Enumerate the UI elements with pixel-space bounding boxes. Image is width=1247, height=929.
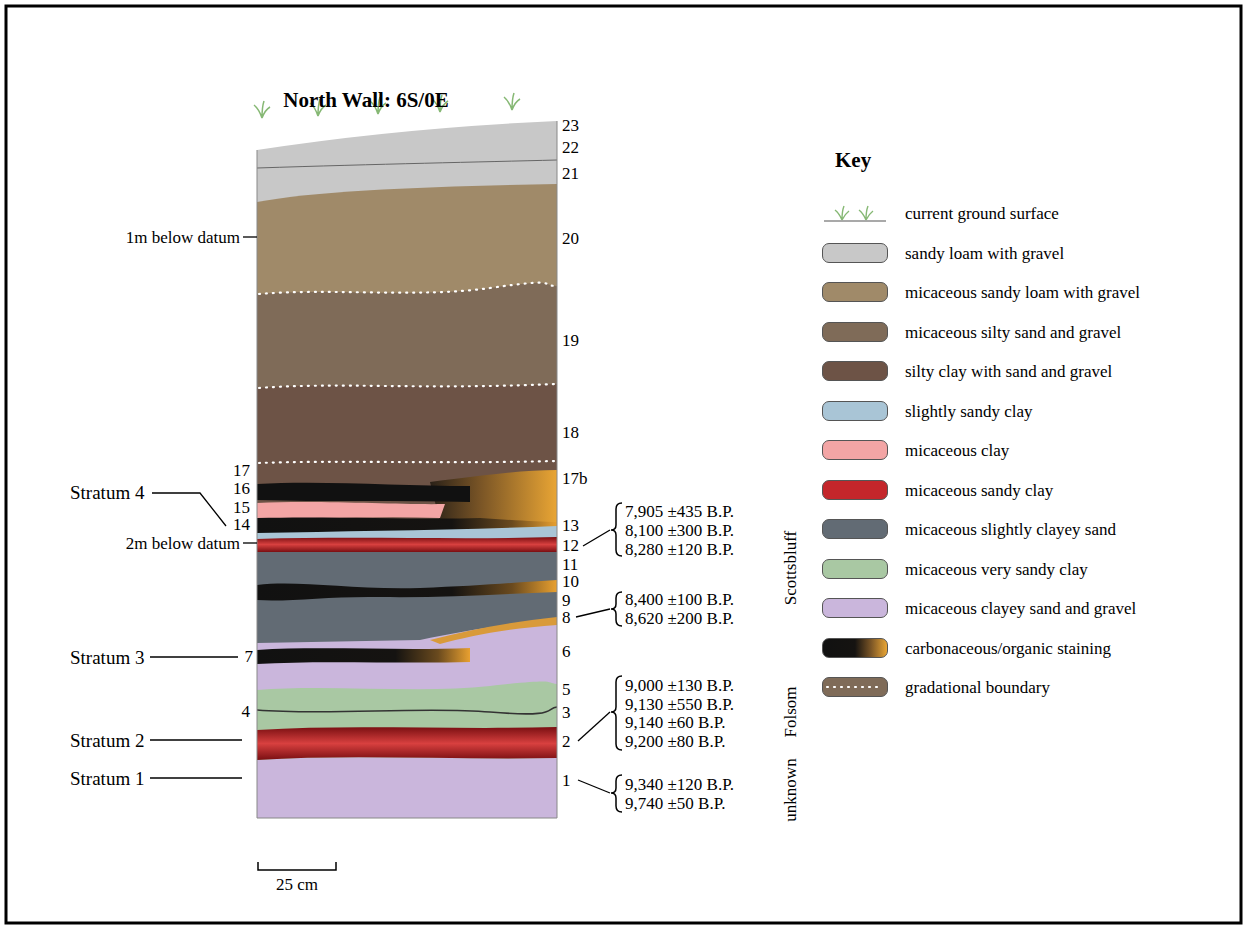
layer-number: 20	[562, 229, 579, 248]
legend-text: micaceous clay	[905, 441, 1009, 460]
layer-number: 14	[233, 515, 250, 534]
brackets	[611, 503, 622, 812]
legend-swatch	[822, 322, 888, 342]
layer-number: 8	[562, 608, 571, 627]
radiocarbon-date: 9,200 ±80 B.P.	[625, 732, 726, 751]
legend-text: micaceous clayey sand and gravel	[905, 599, 1136, 618]
boundary-sample	[823, 678, 887, 696]
stratum-label: Stratum 4	[70, 483, 144, 502]
legend-swatch	[822, 282, 888, 302]
radiocarbon-date: 9,140 ±60 B.P.	[625, 713, 726, 732]
layer-number: 17b	[562, 469, 588, 488]
layer-number: 3	[562, 703, 571, 722]
frame	[6, 6, 1241, 923]
legend-text: micaceous silty sand and gravel	[905, 323, 1121, 342]
legend-swatch	[822, 480, 888, 500]
stratum-label: Stratum 1	[70, 769, 144, 788]
legend-text: sandy loam with gravel	[905, 244, 1064, 263]
legend-swatch	[822, 559, 888, 579]
layer-number: 23	[562, 116, 579, 135]
legend-swatch	[822, 519, 888, 539]
layer-number: 19	[562, 331, 579, 350]
legend-text: slightly sandy clay	[905, 402, 1032, 421]
depth-label: 1m below datum	[126, 228, 240, 247]
legend-text: silty clay with sand and gravel	[905, 362, 1112, 381]
radiocarbon-date: 9,340 ±120 B.P.	[625, 775, 734, 794]
layer-number: 2	[562, 732, 571, 751]
stratum-label: Stratum 2	[70, 731, 144, 750]
legend-swatch	[822, 401, 888, 421]
layer-number: 9	[562, 591, 571, 610]
complex-label: Scottsbluff	[781, 531, 800, 605]
radiocarbon-date: 8,400 ±100 B.P.	[625, 590, 734, 609]
layer-number: 7	[245, 647, 254, 666]
layer-number: 1	[562, 771, 571, 790]
legend-swatch	[822, 243, 888, 263]
radiocarbon-date: 8,620 ±200 B.P.	[625, 609, 734, 628]
layer-number: 12	[562, 536, 579, 555]
legend-swatch	[822, 203, 888, 223]
legend-heading: Key	[835, 151, 871, 170]
legend-text: micaceous slightly clayey sand	[905, 520, 1116, 539]
complex-label: Folsom	[781, 686, 800, 737]
layer-number: 22	[562, 138, 579, 157]
legend-text: carbonaceous/organic staining	[905, 639, 1111, 658]
legend-text: gradational boundary	[905, 678, 1050, 697]
radiocarbon-date: 9,130 ±550 B.P.	[625, 695, 734, 714]
complex-label: unknown	[781, 758, 800, 821]
legend-swatch	[822, 677, 888, 697]
layer-number: 13	[562, 516, 579, 535]
radiocarbon-date: 7,905 ±435 B.P.	[625, 502, 734, 521]
legend-text: micaceous very sandy clay	[905, 560, 1088, 579]
stratum-label: Stratum 3	[70, 648, 144, 667]
diagram-title: North Wall: 6S/0E	[283, 91, 448, 110]
ground-surface-sample	[822, 203, 888, 223]
depth-label: 2m below datum	[126, 534, 240, 553]
legend-text: current ground surface	[905, 204, 1059, 223]
layer-number: 5	[562, 680, 571, 699]
layer-number: 18	[562, 423, 579, 442]
scale-label: 25 cm	[276, 875, 318, 894]
layer-number: 10	[562, 572, 579, 591]
layer-number: 17	[233, 461, 250, 480]
legend-swatch	[822, 361, 888, 381]
legend-swatch	[822, 598, 888, 618]
layer-number: 6	[562, 642, 571, 661]
layer-number: 4	[242, 702, 251, 721]
radiocarbon-date: 9,000 ±130 B.P.	[625, 676, 734, 695]
legend-swatch	[822, 440, 888, 460]
layer-number: 16	[233, 479, 250, 498]
leader-lines	[150, 237, 610, 793]
legend-swatch	[822, 638, 888, 658]
scale-bar	[258, 862, 336, 870]
layer-number: 21	[562, 164, 579, 183]
legend-text: micaceous sandy loam with gravel	[905, 283, 1140, 302]
layer-number: 15	[233, 498, 250, 517]
radiocarbon-date: 8,280 ±120 B.P.	[625, 540, 734, 559]
stratigraphic-column	[257, 121, 557, 818]
radiocarbon-date: 8,100 ±300 B.P.	[625, 521, 734, 540]
layer-number: 11	[562, 555, 578, 574]
radiocarbon-date: 9,740 ±50 B.P.	[625, 794, 726, 813]
legend-text: micaceous sandy clay	[905, 481, 1053, 500]
